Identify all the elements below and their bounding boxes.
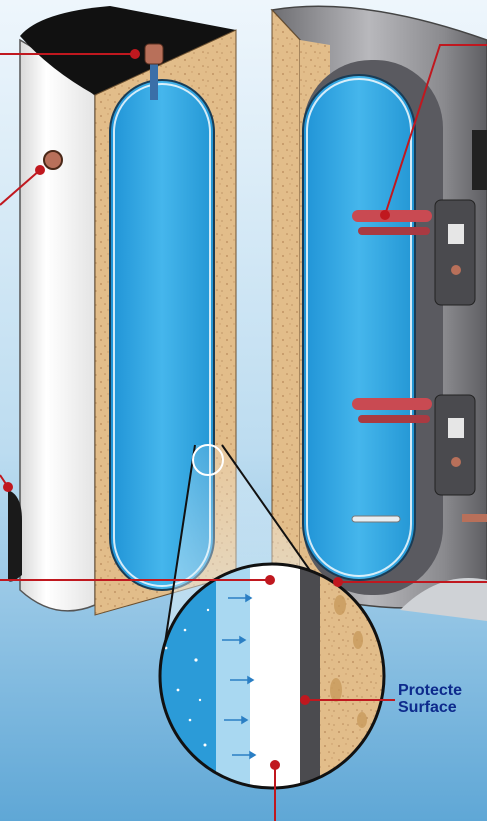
left-control-panel (8, 490, 22, 582)
protected-surface-label-line2: Surface (398, 699, 487, 716)
protected-surface-label: Protecte Surface (398, 682, 487, 716)
glass-lining-layer (250, 564, 300, 788)
hot-water-outlet-icon (145, 44, 163, 64)
steel-wall-layer (300, 564, 320, 788)
control-box-icon (435, 200, 475, 305)
left-tank-shell (20, 40, 95, 611)
pressure-relief-port-icon (44, 151, 62, 169)
insulation-section-right (272, 10, 300, 590)
right-tank (272, 6, 487, 621)
control-box-icon (435, 395, 475, 495)
water-chamber-right (303, 75, 415, 580)
protected-surface-label-line1: Protecte (398, 682, 487, 699)
temperature-sensor-icon (352, 516, 400, 522)
